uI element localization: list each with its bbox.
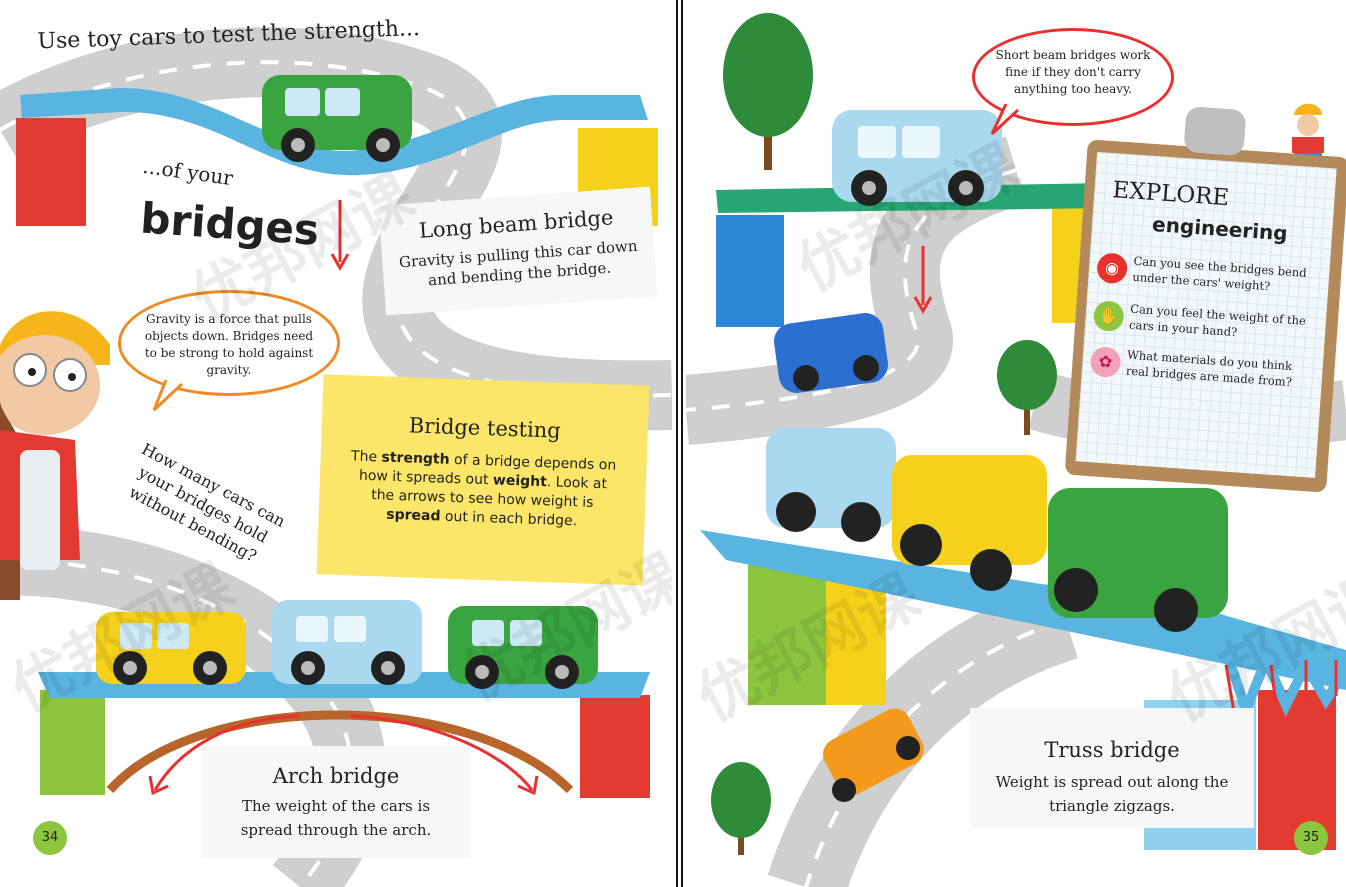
bridge-testing-text: The strength of a bridge depends on how … [344, 447, 620, 533]
blue-car-arch [272, 600, 422, 685]
hand-icon: ✋ [1092, 300, 1125, 333]
truss-bridge-title: Truss bridge [1044, 738, 1180, 762]
eye-icon: ◉ [1096, 252, 1129, 285]
tree-bottom [711, 762, 771, 855]
red-block [16, 118, 86, 226]
arch-arrow-left [148, 714, 301, 796]
tree-middle [997, 340, 1057, 435]
beam-gravity-arrow [330, 200, 350, 272]
beam-bubble-tail [990, 104, 1020, 136]
explore-item-2: Can you feel the weight of the cars in y… [1128, 301, 1307, 340]
truss-deck [700, 530, 1346, 690]
arch-bridge-note: Arch bridge The weight of the cars is sp… [202, 746, 470, 858]
left-page: Use toy cars to test the strength... ...… [0, 0, 672, 887]
gravity-speech-bubble: Gravity is a force that pulls objects do… [118, 290, 340, 396]
green-car-truss [1048, 488, 1228, 632]
blue-beam-deck [20, 88, 648, 176]
explore-title: EXPLORE [1111, 177, 1231, 212]
page-number-right: 35 [1294, 821, 1328, 855]
yellow-car-arch [96, 612, 246, 685]
red-block-arch [580, 695, 650, 798]
testing-text-4: out in each bridge. [440, 508, 578, 530]
testing-bold-spread: spread [386, 506, 441, 525]
book-gutter [672, 0, 686, 887]
testing-text-1: The [350, 448, 382, 466]
blue-car-beam [832, 110, 1002, 206]
gravity-bubble-tail [152, 380, 184, 412]
truss-bridge-text: Weight is spread out along the triangle … [995, 773, 1229, 815]
green-car-arch [448, 606, 598, 689]
blue-block-right [716, 215, 784, 327]
beam-bridge-note: Long beam bridge Gravity is pulling this… [378, 186, 658, 316]
engineer-character [0, 311, 110, 600]
truss-arrows [1224, 660, 1338, 713]
beam-bubble-text: Short beam bridges work fine if they don… [995, 48, 1151, 96]
green-car-beam [262, 75, 412, 162]
bridge-testing-title: Bridge testing [408, 413, 562, 443]
tree-top [723, 13, 813, 170]
testing-bold-strength: strength [381, 449, 450, 468]
beam-arrow-right [913, 246, 933, 315]
green-block-truss [748, 565, 826, 705]
brain-icon: ✿ [1089, 346, 1122, 379]
right-page: Short beam bridges work fine if they don… [686, 0, 1346, 887]
clipboard-clip [1183, 106, 1247, 157]
explore-item-1: Can you see the bridges bend under the c… [1132, 253, 1308, 294]
explore-clipboard: EXPLORE engineering ◉ Can you see the br… [1064, 106, 1346, 493]
page-number-left: 34 [33, 821, 67, 855]
arch-bridge-text: The weight of the cars is spread through… [240, 797, 432, 839]
small-blue-car [773, 313, 889, 393]
orange-car [823, 708, 924, 802]
explore-item-3: What materials do you think real bridges… [1125, 347, 1293, 390]
gravity-bubble-text: Gravity is a force that pulls objects do… [144, 312, 314, 377]
arch-bridge-title: Arch bridge [272, 764, 400, 788]
explore-subtitle: engineering [1151, 211, 1289, 246]
yellow-block-truss [826, 580, 886, 705]
arch [106, 710, 574, 794]
testing-bold-weight: weight [492, 472, 548, 491]
arch-arrow-right [349, 714, 539, 796]
red-block-truss [1258, 690, 1336, 850]
beam-bridge-text: Gravity is pulling this car down and ben… [398, 236, 639, 290]
yellow-car-truss [892, 455, 1047, 591]
bridge-testing-note: Bridge testing The strength of a bridge … [316, 374, 650, 586]
truss-bridge-note: Truss bridge Weight is spread out along … [970, 708, 1254, 828]
blue-car-truss [766, 428, 896, 542]
explore-paper: EXPLORE engineering ◉ Can you see the br… [1075, 151, 1337, 478]
green-block [40, 690, 105, 795]
